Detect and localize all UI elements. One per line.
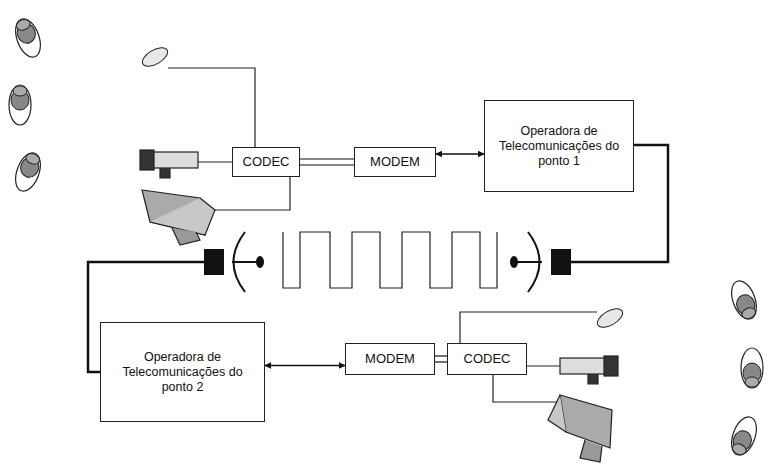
box-label: CODEC — [243, 154, 290, 170]
box-label: MODEM — [370, 154, 420, 170]
box-label: MODEM — [365, 351, 415, 367]
connector — [435, 356, 447, 362]
connector — [300, 159, 354, 165]
process-box: Operadora de Telecomunicações do ponto 2 — [100, 322, 265, 422]
participants — [9, 15, 763, 458]
process-box: MODEM — [354, 147, 436, 177]
satellite-dish — [205, 232, 570, 292]
process-box: Operadora de Telecomunicações do ponto 1 — [484, 100, 634, 192]
box-label: Operadora de Telecomunicações do ponto 2 — [111, 350, 254, 395]
connector — [265, 365, 345, 366]
process-box: CODEC — [447, 343, 527, 375]
box-label: CODEC — [464, 351, 511, 367]
connector — [436, 154, 484, 155]
box-label: Operadora de Telecomunicações do ponto 1 — [495, 124, 623, 169]
process-box: CODEC — [232, 147, 300, 177]
square-wave — [283, 232, 497, 288]
process-box: MODEM — [345, 343, 435, 375]
